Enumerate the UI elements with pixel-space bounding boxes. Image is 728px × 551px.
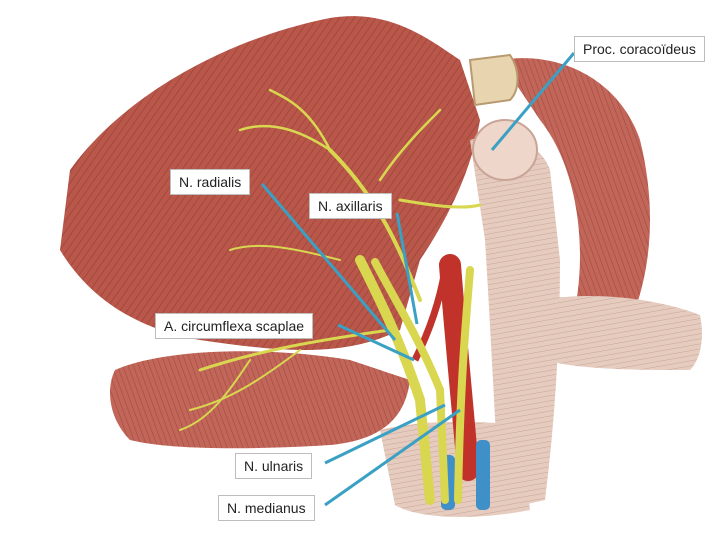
axillary-artery (439, 254, 479, 481)
vein-right (476, 440, 490, 510)
label-n-medianus: N. medianus (218, 495, 315, 521)
deltoid-muscle (500, 58, 650, 361)
teres-major-muscle (110, 351, 410, 449)
label-proc-coracoideus: Proc. coracoïdeus (574, 36, 705, 62)
coracoid-process (472, 119, 538, 181)
brachial-plexus-nerves (179, 88, 482, 505)
subscapularis-muscle (60, 16, 480, 351)
tendon-stump (468, 53, 519, 107)
coracobrachialis-tendon (470, 136, 560, 510)
label-n-ulnaris: N. ulnaris (235, 453, 313, 479)
label-a-circumflexa-scaplae: A. circumflexa scaplae (155, 313, 314, 339)
label-n-radialis: N. radialis (170, 169, 251, 195)
pectoral-muscle (540, 295, 702, 370)
label-n-axillaris: N. axillaris (309, 193, 392, 219)
label-pointers (260, 52, 576, 507)
